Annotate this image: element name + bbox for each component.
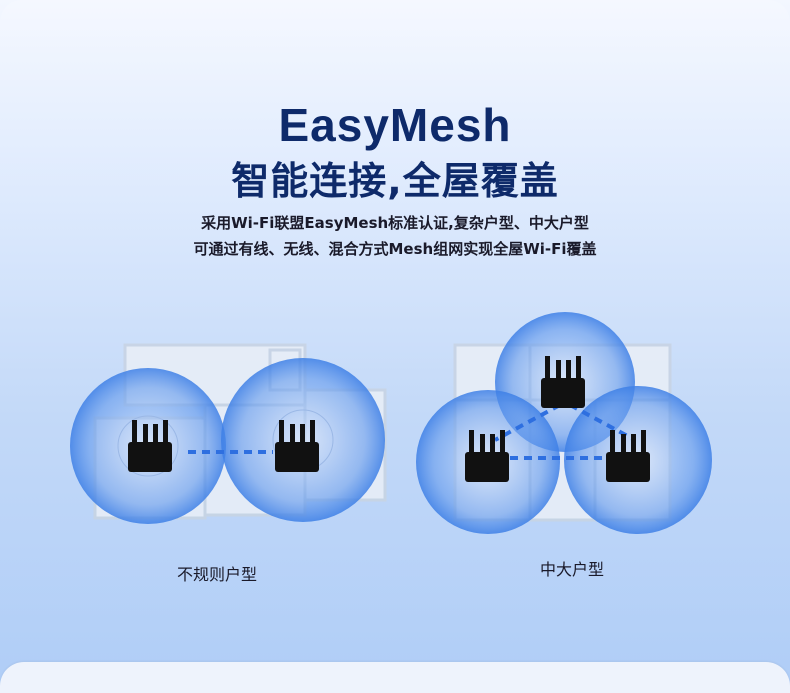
page-subtitle: 智能连接,全屋覆盖 <box>231 159 559 203</box>
large-layout-label: 中大户型 <box>540 560 605 579</box>
mesh-link <box>494 403 561 442</box>
large-layout-diagram <box>416 312 712 534</box>
router-icon <box>606 430 650 482</box>
router-icon <box>275 420 319 472</box>
next-section-panel <box>0 662 790 693</box>
description-line-2: 可通过有线、无线、混合方式Mesh组网实现全屋Wi-Fi覆盖 <box>193 240 597 258</box>
router-icon <box>128 420 172 472</box>
page-title: EasyMesh <box>278 99 512 151</box>
router-icon <box>465 430 509 482</box>
description-line-1: 采用Wi-Fi联盟EasyMesh标准认证,复杂户型、中大户型 <box>201 214 589 232</box>
irregular-layout-label: 不规则户型 <box>177 565 258 584</box>
irregular-layout-diagram <box>70 343 387 524</box>
router-icon <box>541 356 585 408</box>
